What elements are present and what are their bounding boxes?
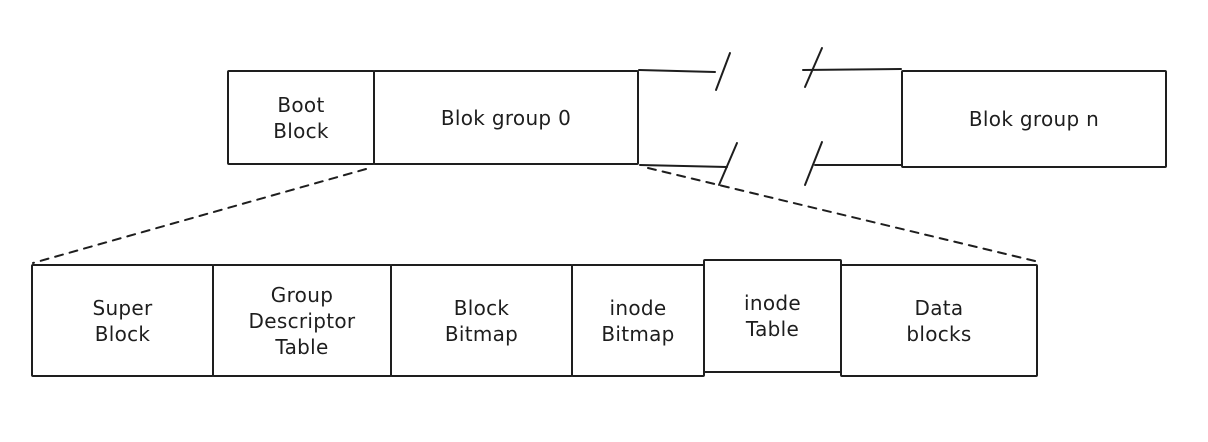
inode-bitmap-label: inode Bitmap	[601, 295, 675, 346]
block-bitmap-label: Block Bitmap	[444, 295, 519, 346]
box-inode-table: inode Table	[703, 259, 842, 373]
block-group-n-label: Blok group n	[968, 107, 1100, 131]
box-data-blocks: Data blocks	[840, 264, 1038, 377]
box-group-descriptor-table: Group Descriptor Table	[212, 264, 392, 377]
box-super-block: Super Block	[31, 264, 214, 377]
box-block-group-n: Blok group n	[901, 70, 1167, 168]
box-block-bitmap: Block Bitmap	[390, 264, 573, 377]
break-slash-top-left-icon	[715, 52, 731, 91]
data-blocks-label: Data blocks	[906, 295, 972, 346]
block-group-0-label: Blok group 0	[440, 105, 572, 130]
break-slash-bottom-right-icon	[804, 141, 823, 186]
zoom-connector-right-dashed-line	[647, 167, 1036, 262]
zoom-connector-left-dashed-line	[32, 168, 367, 264]
band-top-line-left	[638, 69, 716, 73]
break-slash-bottom-left-icon	[718, 142, 738, 186]
band-top-line-right	[802, 68, 902, 71]
inode-table-label: inode Table	[744, 291, 801, 341]
band-bottom-line-left	[639, 164, 728, 168]
box-inode-bitmap: inode Bitmap	[571, 264, 705, 377]
group-descriptor-table-label: Group Descriptor Table	[248, 282, 356, 359]
boot-block-label: Boot Block	[273, 92, 329, 143]
box-block-group-0: Blok group 0	[373, 70, 639, 165]
box-boot-block: Boot Block	[227, 70, 375, 165]
break-slash-top-right-icon	[804, 47, 823, 88]
super-block-label: Super Block	[92, 295, 153, 346]
